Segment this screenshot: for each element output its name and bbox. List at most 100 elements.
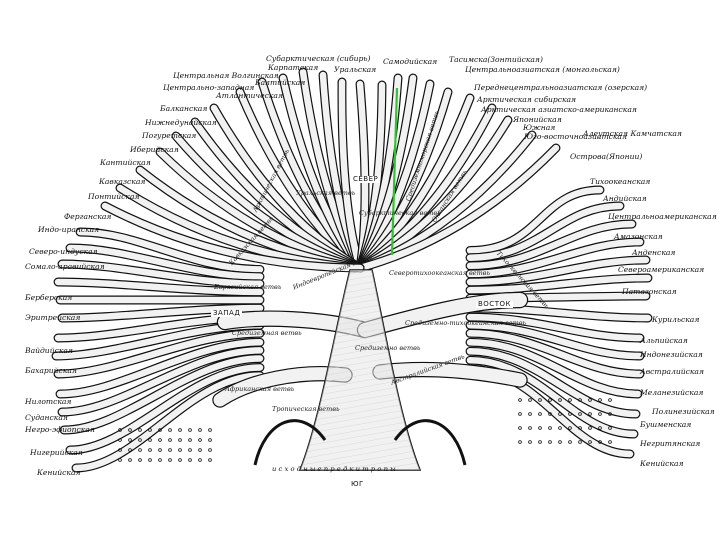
right-label: Алеутская Камчатская (583, 129, 682, 138)
dot-mark (138, 428, 142, 432)
top-label: Нижнедунайская (145, 118, 217, 127)
dot-mark (608, 412, 612, 416)
dot-mark (528, 412, 532, 416)
top-label: Центральноазиатская (монгольская) (465, 65, 620, 74)
dot-mark (168, 428, 172, 432)
dot-mark (208, 448, 212, 452)
dot-mark (598, 426, 602, 430)
dot-mark (538, 440, 542, 444)
dot-mark (578, 412, 582, 416)
left-label: Северо-индуская (29, 247, 98, 256)
top-label: Уральская (334, 65, 377, 74)
right-branch (466, 321, 644, 360)
top-label: Самодийская (383, 57, 438, 66)
branch-label: Субарктическая ветвь (359, 209, 441, 217)
dot-mark (188, 448, 192, 452)
dot-mark (548, 398, 552, 402)
dot-mark (118, 438, 122, 442)
top-label: Тасимска(Зонтийская) (449, 55, 543, 64)
left-label: Вайдийская (25, 346, 73, 355)
right-label: Курильская (652, 315, 700, 324)
left-branch (58, 260, 264, 288)
dot-mark (538, 398, 542, 402)
dot-mark (128, 428, 132, 432)
dot-mark (128, 448, 132, 452)
dot-mark (148, 448, 152, 452)
dot-mark (178, 448, 182, 452)
dot-mark (588, 398, 592, 402)
dot-mark (568, 398, 572, 402)
dot-mark (128, 458, 132, 462)
right-branch (466, 202, 624, 261)
top-label: Субарктическая (сибирь) (266, 54, 371, 63)
right-label: Полинезийская (652, 407, 715, 416)
left-label: Эритрейская (25, 313, 81, 322)
dot-mark (198, 448, 202, 452)
dot-mark (538, 426, 542, 430)
left-label: Берберская (25, 293, 73, 302)
dot-mark (568, 440, 572, 444)
trunk-layer (253, 87, 467, 471)
dot-mark (578, 426, 582, 430)
left-label: Кенийская (37, 468, 81, 477)
branch-label: Африканская ветвь (225, 385, 295, 393)
left-branch (66, 364, 264, 454)
root-arch-left (253, 419, 327, 466)
dot-mark (578, 398, 582, 402)
dot-mark (168, 438, 172, 442)
dot-mark (528, 398, 532, 402)
branch-label: Уральская ветвь (296, 189, 356, 197)
dot-mark (598, 412, 602, 416)
left-label: Кавказская (99, 177, 146, 186)
dot-mark (158, 428, 162, 432)
top-label: Карпатская (268, 63, 319, 72)
dot-mark (558, 440, 562, 444)
left-label: Негро-эфиопская (25, 425, 95, 434)
branch-label: Средиземная ветвь (232, 329, 302, 337)
direction-east: ВОСТОК (476, 300, 513, 308)
right-label: Острова(Японии) (570, 152, 643, 161)
top-label: Балтийская (255, 78, 306, 87)
dot-mark (608, 426, 612, 430)
root-arch-right (393, 419, 467, 466)
top-label: Кантийская (100, 158, 151, 167)
branches-layer (51, 67, 653, 473)
dot-mark (188, 438, 192, 442)
left-branch (72, 372, 264, 472)
dot-mark (198, 458, 202, 462)
right-label: Австралийская (640, 367, 704, 376)
top-label: Арктическая сибирская (477, 95, 577, 104)
left-label: Суданская (25, 413, 68, 422)
branch-label: Средиземно ветвь (355, 344, 421, 352)
dot-mark (598, 440, 602, 444)
right-branch (466, 348, 640, 418)
dot-mark (548, 426, 552, 430)
dot-mark (148, 428, 152, 432)
right-branch (466, 339, 642, 398)
right-label: Патагонская (622, 287, 677, 296)
branch-label: Северотихоокеанская ветвь (389, 269, 491, 277)
right-branch (466, 357, 638, 438)
right-branch (466, 220, 636, 270)
dot-mark (118, 458, 122, 462)
left-label: Индо-иранская (38, 225, 100, 234)
upper-branch (338, 78, 364, 272)
right-label: Центральноамериканская (608, 212, 717, 221)
left-label: Понтийская (88, 192, 140, 201)
oceanic-limb (373, 363, 527, 387)
left-branch (54, 330, 264, 378)
dot-mark (158, 438, 162, 442)
dot-mark (188, 428, 192, 432)
left-label: Нигерийская (30, 448, 83, 457)
dot-mark (188, 458, 192, 462)
dot-mark (198, 428, 202, 432)
right-label: Анденская (632, 248, 676, 257)
dot-mark (178, 438, 182, 442)
dot-mark (128, 438, 132, 442)
dot-mark (178, 428, 182, 432)
right-label: Североамериканская (618, 265, 705, 274)
dot-mark (528, 440, 532, 444)
roots-label: и с х о д н ы е п р е д к и т р о п ы (272, 465, 396, 473)
dot-mark (138, 458, 142, 462)
dot-mark (208, 428, 212, 432)
